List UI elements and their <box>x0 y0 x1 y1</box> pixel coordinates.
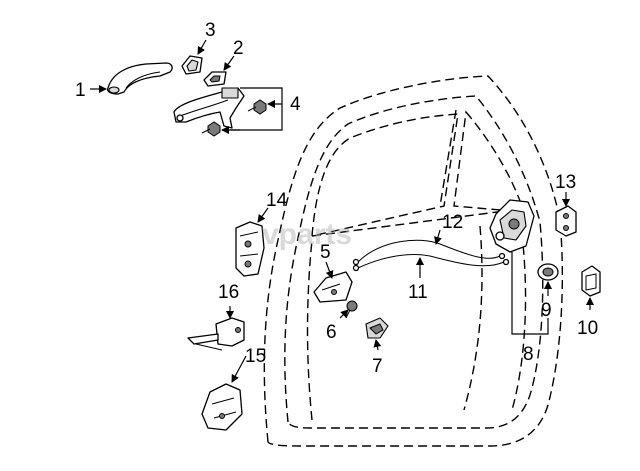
callout-3: 3 <box>205 20 216 41</box>
outside-handle-part <box>106 62 173 95</box>
handle-frame-part <box>173 87 245 129</box>
cables <box>352 239 510 272</box>
callout-4: 4 <box>290 94 301 115</box>
leader-lines <box>90 39 594 383</box>
callout-2: 2 <box>233 38 244 59</box>
inside-handle-bracket-part <box>313 271 353 303</box>
callout-13: 13 <box>555 172 576 193</box>
handle-cover-part <box>365 317 389 339</box>
watermark-text: vparts <box>262 218 352 251</box>
callout-14: 14 <box>266 190 288 211</box>
bolt-lower <box>201 121 221 137</box>
callout-labels: 1 2 3 4 5 6 7 8 9 10 11 12 13 14 15 16 <box>75 20 598 377</box>
callout-9: 9 <box>541 300 552 321</box>
callout-1: 1 <box>75 80 86 101</box>
callout-12: 12 <box>442 212 463 233</box>
door-hinge-part <box>235 221 265 277</box>
callout-11: 11 <box>408 282 428 303</box>
door-latch-part <box>489 199 535 253</box>
lower-hinge-part <box>201 383 243 431</box>
callout-10: 10 <box>577 318 598 339</box>
callout-6: 6 <box>326 322 337 343</box>
callout-7: 7 <box>372 356 383 377</box>
grommet-part <box>537 263 559 281</box>
door-check-part <box>187 317 245 351</box>
callout-15: 15 <box>245 346 266 367</box>
striker-part <box>555 205 577 237</box>
screw-part <box>345 300 358 319</box>
callout-16: 16 <box>218 282 239 303</box>
callout-8: 8 <box>523 344 534 365</box>
callout-5: 5 <box>320 242 331 263</box>
handle-gasket-part <box>203 71 227 87</box>
handle-pad-part <box>181 55 203 75</box>
bolt-upper <box>247 99 267 115</box>
clip-part <box>581 265 601 297</box>
door-outline <box>263 75 564 447</box>
